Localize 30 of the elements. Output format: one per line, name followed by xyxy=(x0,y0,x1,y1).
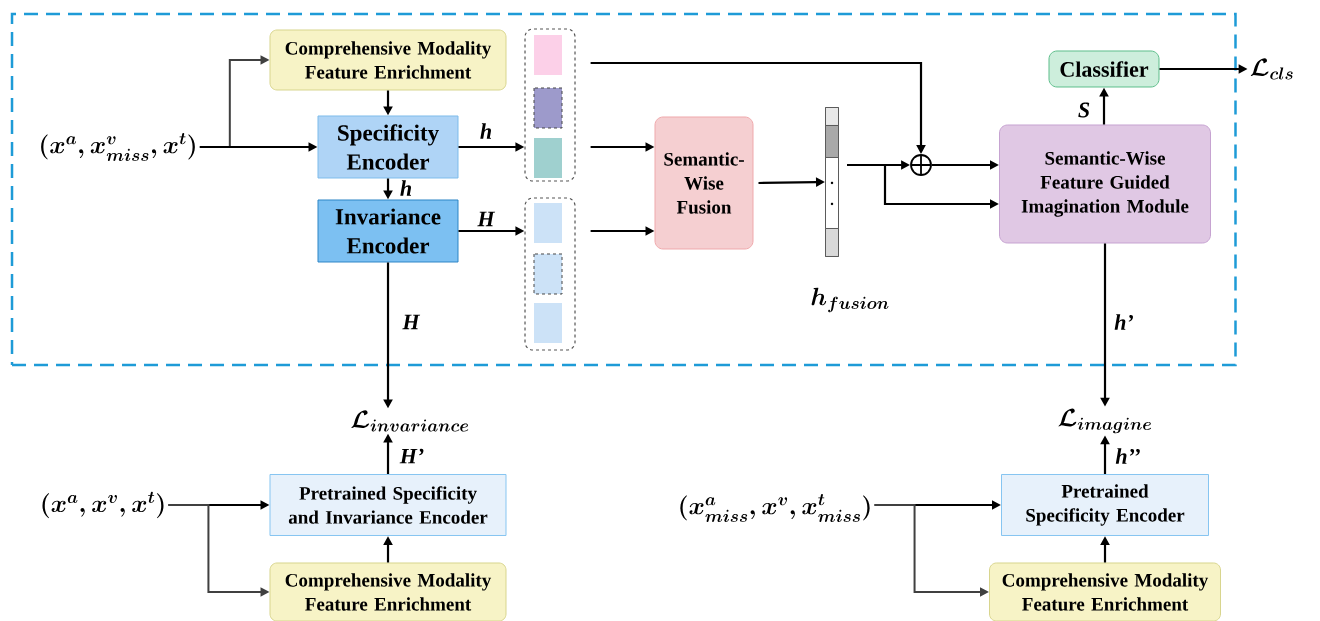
edge-label: S xyxy=(1078,102,1090,118)
module-box: Comprehensive Modality Feature Enrichment xyxy=(269,562,507,621)
math-expression: $\mathcal{L}_{cls}$ xyxy=(1250,58,1293,80)
math-expression: $\mathcal{L}_{invariance}$ xyxy=(351,410,469,432)
module-box: Comprehensive Modality Feature Enrichment xyxy=(989,562,1221,621)
edge-label: h xyxy=(400,180,412,196)
dashed-group-box xyxy=(524,28,576,182)
encoder-box: Pretrained Specificity and Invariance Encoder xyxy=(269,474,507,536)
edge-label: h’’ xyxy=(1115,448,1140,464)
classifier-box: Classifier xyxy=(1048,50,1160,88)
dashed-group-box xyxy=(524,197,576,351)
encoder-box: Pretrained Specificity Encoder xyxy=(1001,474,1209,536)
edge-label: H xyxy=(402,314,421,330)
module-box: Comprehensive Modality Feature Enrichment xyxy=(269,29,507,91)
dashed-frame xyxy=(10,12,1237,367)
math-expression: $(x^{a}, x^{v}_{miss}, x^{t})$ xyxy=(41,133,195,161)
edge-label: H xyxy=(477,211,496,227)
vector-caption: $h_{fusion}$ xyxy=(811,287,889,313)
encoder-box: Specificity Encoder xyxy=(317,115,459,179)
circled-plus-symbol xyxy=(910,154,932,176)
edge-label: H’ xyxy=(399,448,424,464)
encoder-box: Invariance Encoder xyxy=(317,199,459,263)
fusion-box: Semantic-Wise Fusion xyxy=(654,116,754,250)
module-box: Semantic-Wise Feature Guided Imagination Module xyxy=(999,124,1211,244)
edge-label: h’ xyxy=(1114,314,1133,330)
math-expression: $(x^{a}_{miss}, x^{v}, x^{t}_{miss})$ xyxy=(680,494,870,522)
math-expression: $(x^{a}, x^{v}, x^{t})$ xyxy=(42,491,164,519)
feature-vector-drawing xyxy=(825,107,839,257)
math-expression: $\mathcal{L}_{imagine}$ xyxy=(1058,408,1152,434)
edge-label: h xyxy=(480,123,492,139)
